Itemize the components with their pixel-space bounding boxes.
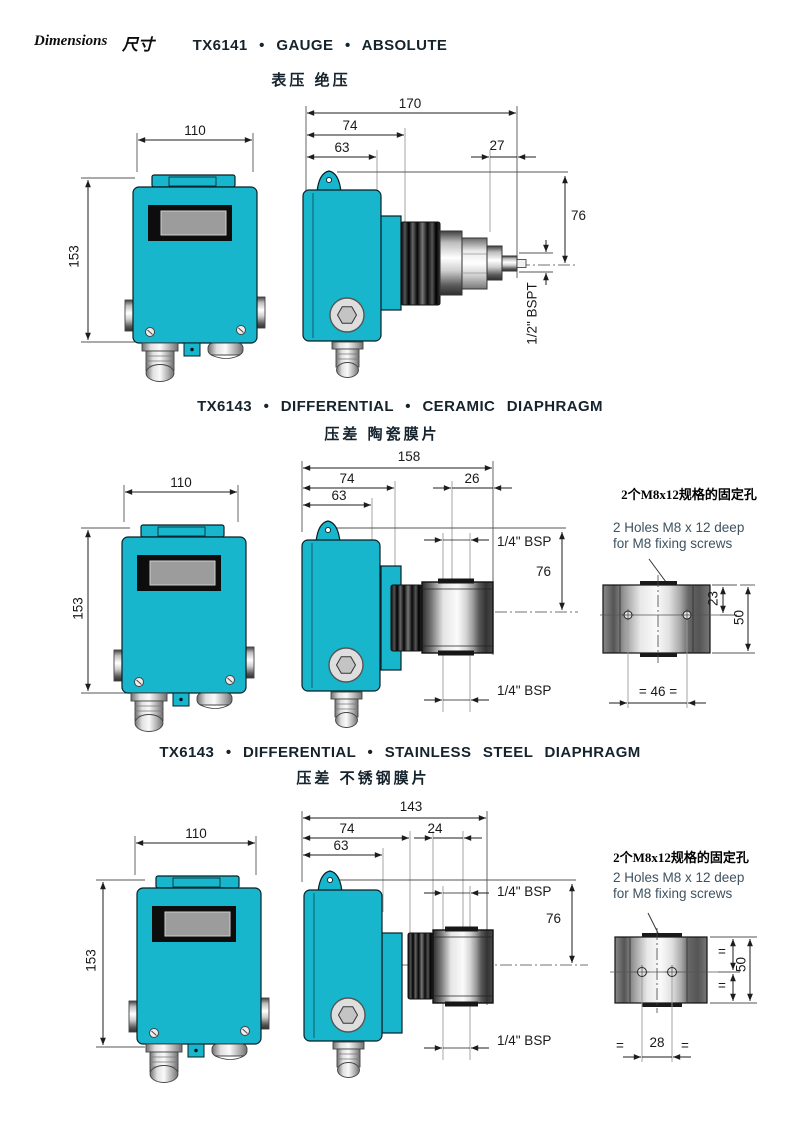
- dim-block-s3: 24: [427, 821, 443, 836]
- dim-eq-left-s3: =: [616, 1038, 624, 1053]
- section2-title: TX6143 • DIFFERENTIAL • CERAMIC DIAPHRAG…: [197, 398, 603, 415]
- section1-subtitle-cn: 表压 绝压: [271, 72, 351, 89]
- dim-eq-bottom-s3: =: [718, 978, 726, 993]
- dim-hole-to-top-s2: 23: [705, 590, 721, 607]
- section3-title: TX6143 • DIFFERENTIAL • STAINLESS STEEL …: [159, 744, 641, 761]
- dim-eq-top-s3: =: [718, 944, 726, 959]
- section2-side-view: [301, 520, 494, 729]
- section1-side-view: [302, 170, 527, 379]
- dim-to-hex-s1: 74: [342, 118, 358, 133]
- dim-block-s2: 26: [464, 471, 480, 486]
- detail-label-en1-s3: 2 Holes M8 x 12 deep: [613, 870, 745, 885]
- detail-label-en2-s3: for M8 fixing screws: [613, 886, 733, 901]
- dim-width-s3: 110: [185, 826, 207, 841]
- detail-label-en2-s2: for M8 fixing screws: [613, 536, 733, 551]
- detail-label-cn-s2: 2个M8x12规格的固定孔: [621, 487, 757, 502]
- page-heading-cn: 尺寸: [122, 37, 155, 54]
- section1-front-view: [124, 174, 266, 383]
- dim-height-s2: 153: [70, 597, 86, 620]
- dim-tip-s1: 27: [489, 138, 505, 153]
- dim-to-hex-s2: 74: [339, 471, 355, 486]
- section2-front-view: [113, 524, 255, 733]
- dim-detail-height-s3: 50: [733, 956, 749, 973]
- dim-eq-right-s3: =: [681, 1038, 689, 1053]
- section3-front-view: [128, 875, 270, 1084]
- dim-width-s1: 110: [184, 123, 206, 138]
- dim-hole-spacing-s3: 28: [649, 1035, 665, 1050]
- dim-to-display-s3: 63: [333, 838, 349, 853]
- dim-drop-s1: 76: [571, 208, 587, 223]
- dim-drop-s3: 76: [546, 911, 562, 926]
- dim-to-hex-s3: 74: [339, 821, 355, 836]
- dim-width-s2: 110: [170, 475, 192, 490]
- section3-side-view: [303, 870, 494, 1079]
- section2-subtitle-cn: 压差 陶瓷膜片: [324, 426, 440, 443]
- detail-label-cn-s3: 2个M8x12规格的固定孔: [613, 850, 749, 865]
- dim-overall-s3: 143: [399, 799, 423, 814]
- dim-port-bottom-s3: 1/4" BSP: [497, 1033, 552, 1048]
- dim-to-display-s2: 63: [331, 488, 347, 503]
- dim-port-bottom-s2: 1/4" BSP: [497, 683, 552, 698]
- dim-to-display-s1: 63: [334, 140, 350, 155]
- section3-mounting-detail: [610, 912, 757, 1062]
- section2-mounting-detail: [600, 558, 755, 708]
- page-heading-en: Dimensions: [34, 33, 108, 49]
- detail-label-en1-s2: 2 Holes M8 x 12 deep: [613, 520, 745, 535]
- dim-port-top-s2: 1/4" BSP: [497, 534, 552, 549]
- section3-subtitle-cn: 压差 不锈钢膜片: [296, 770, 430, 787]
- section1-title: TX6141 • GAUGE • ABSOLUTE: [192, 37, 448, 54]
- dim-thread-s1: 1/2" BSPT: [524, 282, 540, 345]
- dim-height-s1: 153: [66, 245, 82, 268]
- dim-detail-height-s2: 50: [731, 609, 747, 626]
- dim-height-s3: 153: [83, 949, 99, 972]
- dim-port-top-s3: 1/4" BSP: [497, 884, 552, 899]
- dim-overall-s1: 170: [398, 96, 422, 111]
- dim-drop-s2: 76: [536, 564, 552, 579]
- dim-hole-spacing-s2: = 46 =: [638, 684, 678, 699]
- dim-overall-s2: 158: [397, 449, 421, 464]
